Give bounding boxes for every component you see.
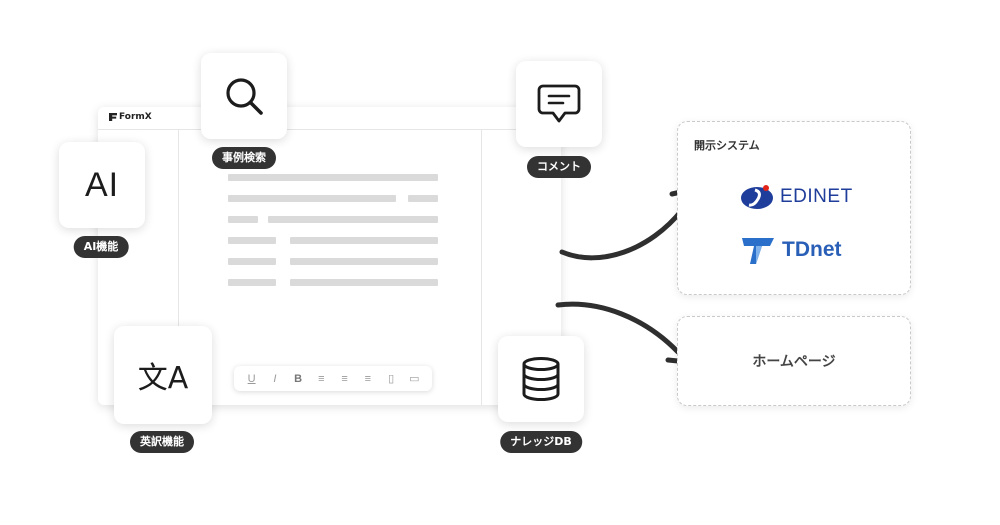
speech-bubble-icon: [537, 84, 581, 123]
tdnet-mark-icon: [742, 238, 774, 264]
left-pane-divider: [178, 129, 179, 405]
ai-icon: AI: [84, 165, 120, 204]
text-line: [290, 237, 438, 244]
arrow-to-homepage: [555, 301, 681, 355]
edinet-text: EDINET: [780, 186, 853, 207]
translate-icon: 文A: [137, 361, 189, 396]
bold-icon[interactable]: B: [294, 372, 303, 385]
editor-titlebar: FormX: [98, 107, 561, 130]
text-line: [228, 279, 276, 286]
tdnet-text: TDnet: [782, 238, 842, 261]
disclosure-system-box: 開示システム EDINET TDnet: [677, 121, 911, 295]
homepage-box: ホームページ: [677, 316, 911, 406]
homepage-label: ホームページ: [752, 354, 836, 370]
search-label: 事例検索: [212, 147, 276, 169]
formx-logo: FormX: [109, 112, 152, 122]
text-line: [228, 174, 438, 181]
ai-label: AI機能: [73, 236, 129, 258]
translate-tile[interactable]: 文A: [114, 326, 212, 424]
knowledge-db-tile[interactable]: [498, 336, 584, 422]
text-line: [228, 237, 276, 244]
image-icon[interactable]: ▭: [409, 373, 420, 385]
text-line: [268, 216, 438, 223]
tdnet-logo: TDnet: [740, 234, 842, 266]
text-line: [228, 216, 258, 223]
search-tile[interactable]: [201, 53, 287, 139]
document-icon[interactable]: ▯: [388, 373, 395, 385]
comment-tile[interactable]: [516, 61, 602, 147]
align-center-icon[interactable]: ≡: [341, 372, 348, 385]
database-icon: [522, 357, 560, 401]
edinet-mark-icon: [741, 185, 773, 209]
align-left-icon[interactable]: ≡: [318, 372, 325, 385]
comment-label: コメント: [527, 156, 591, 178]
format-toolbar: U I B ≡ ≡ ≡ ▯ ▭: [234, 366, 432, 391]
edinet-logo: EDINET: [740, 184, 853, 210]
text-line: [228, 195, 396, 202]
align-right-icon[interactable]: ≡: [364, 372, 372, 385]
text-line: [290, 258, 438, 265]
magnifier-icon: [226, 78, 263, 115]
formx-mark-icon: [109, 113, 117, 121]
underline-icon[interactable]: U: [247, 372, 256, 385]
right-pane-divider: [481, 129, 482, 405]
text-line: [290, 279, 438, 286]
arrow-to-disclosure: [559, 207, 685, 261]
disclosure-system-title: 開示システム: [694, 139, 760, 152]
text-line: [228, 258, 276, 265]
formx-brand-text: FormX: [119, 112, 152, 122]
ai-tile[interactable]: AI: [59, 142, 145, 228]
translate-label: 英訳機能: [130, 431, 194, 453]
knowledge-db-label: ナレッジDB: [500, 431, 582, 453]
text-line: [408, 195, 438, 202]
italic-icon[interactable]: I: [273, 372, 277, 385]
